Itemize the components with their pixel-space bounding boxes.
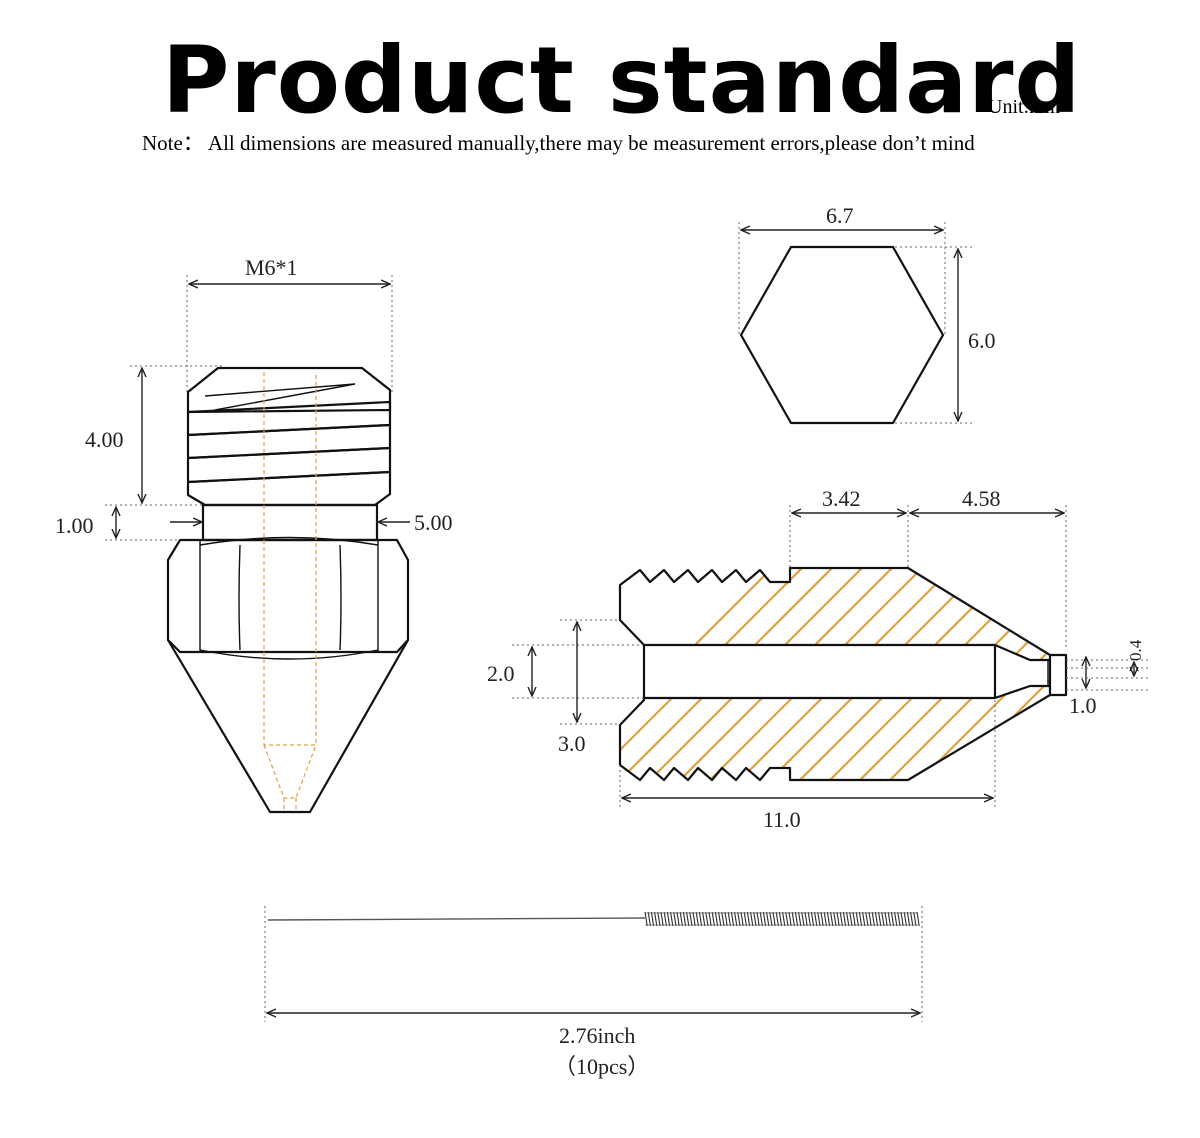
hex-view: 6.7 6.0 [738, 203, 996, 425]
cone-length-label: 4.58 [962, 486, 1001, 511]
thread-length-label: 3.42 [822, 486, 861, 511]
orifice-label: 0.4 [1126, 639, 1145, 661]
hex-width-label: 6.7 [826, 203, 854, 228]
bore-diameter-label: 2.0 [487, 661, 515, 686]
hex-height-label: 6.0 [968, 328, 996, 353]
section-view: 3.42 4.58 2.0 3.0 11.0 1.0 0.4 [487, 486, 1150, 832]
note-text: Note： All dimensions are measured manual… [142, 131, 975, 155]
needle-brush-icon [644, 911, 920, 927]
neck-diameter-label: 5.00 [414, 510, 453, 535]
bore-length-label: 11.0 [763, 807, 801, 832]
neck-height-label: 1.00 [55, 513, 94, 538]
needle-length-label: 2.76inch [559, 1023, 635, 1048]
tip-label: 1.0 [1069, 693, 1097, 718]
thread-height-label: 4.00 [85, 427, 124, 452]
needle-quantity-label: （10pcs） [554, 1054, 649, 1079]
thread-size-label: M6*1 [245, 255, 298, 280]
unit-label: Unit:mm [988, 96, 1061, 118]
page-title: Product standard [162, 27, 1081, 134]
cleaning-needle: 2.76inch （10pcs） [264, 906, 923, 1079]
side-view: M6*1 4.00 1.00 5.00 [55, 255, 453, 814]
inlet-diameter-label: 3.0 [558, 731, 586, 756]
